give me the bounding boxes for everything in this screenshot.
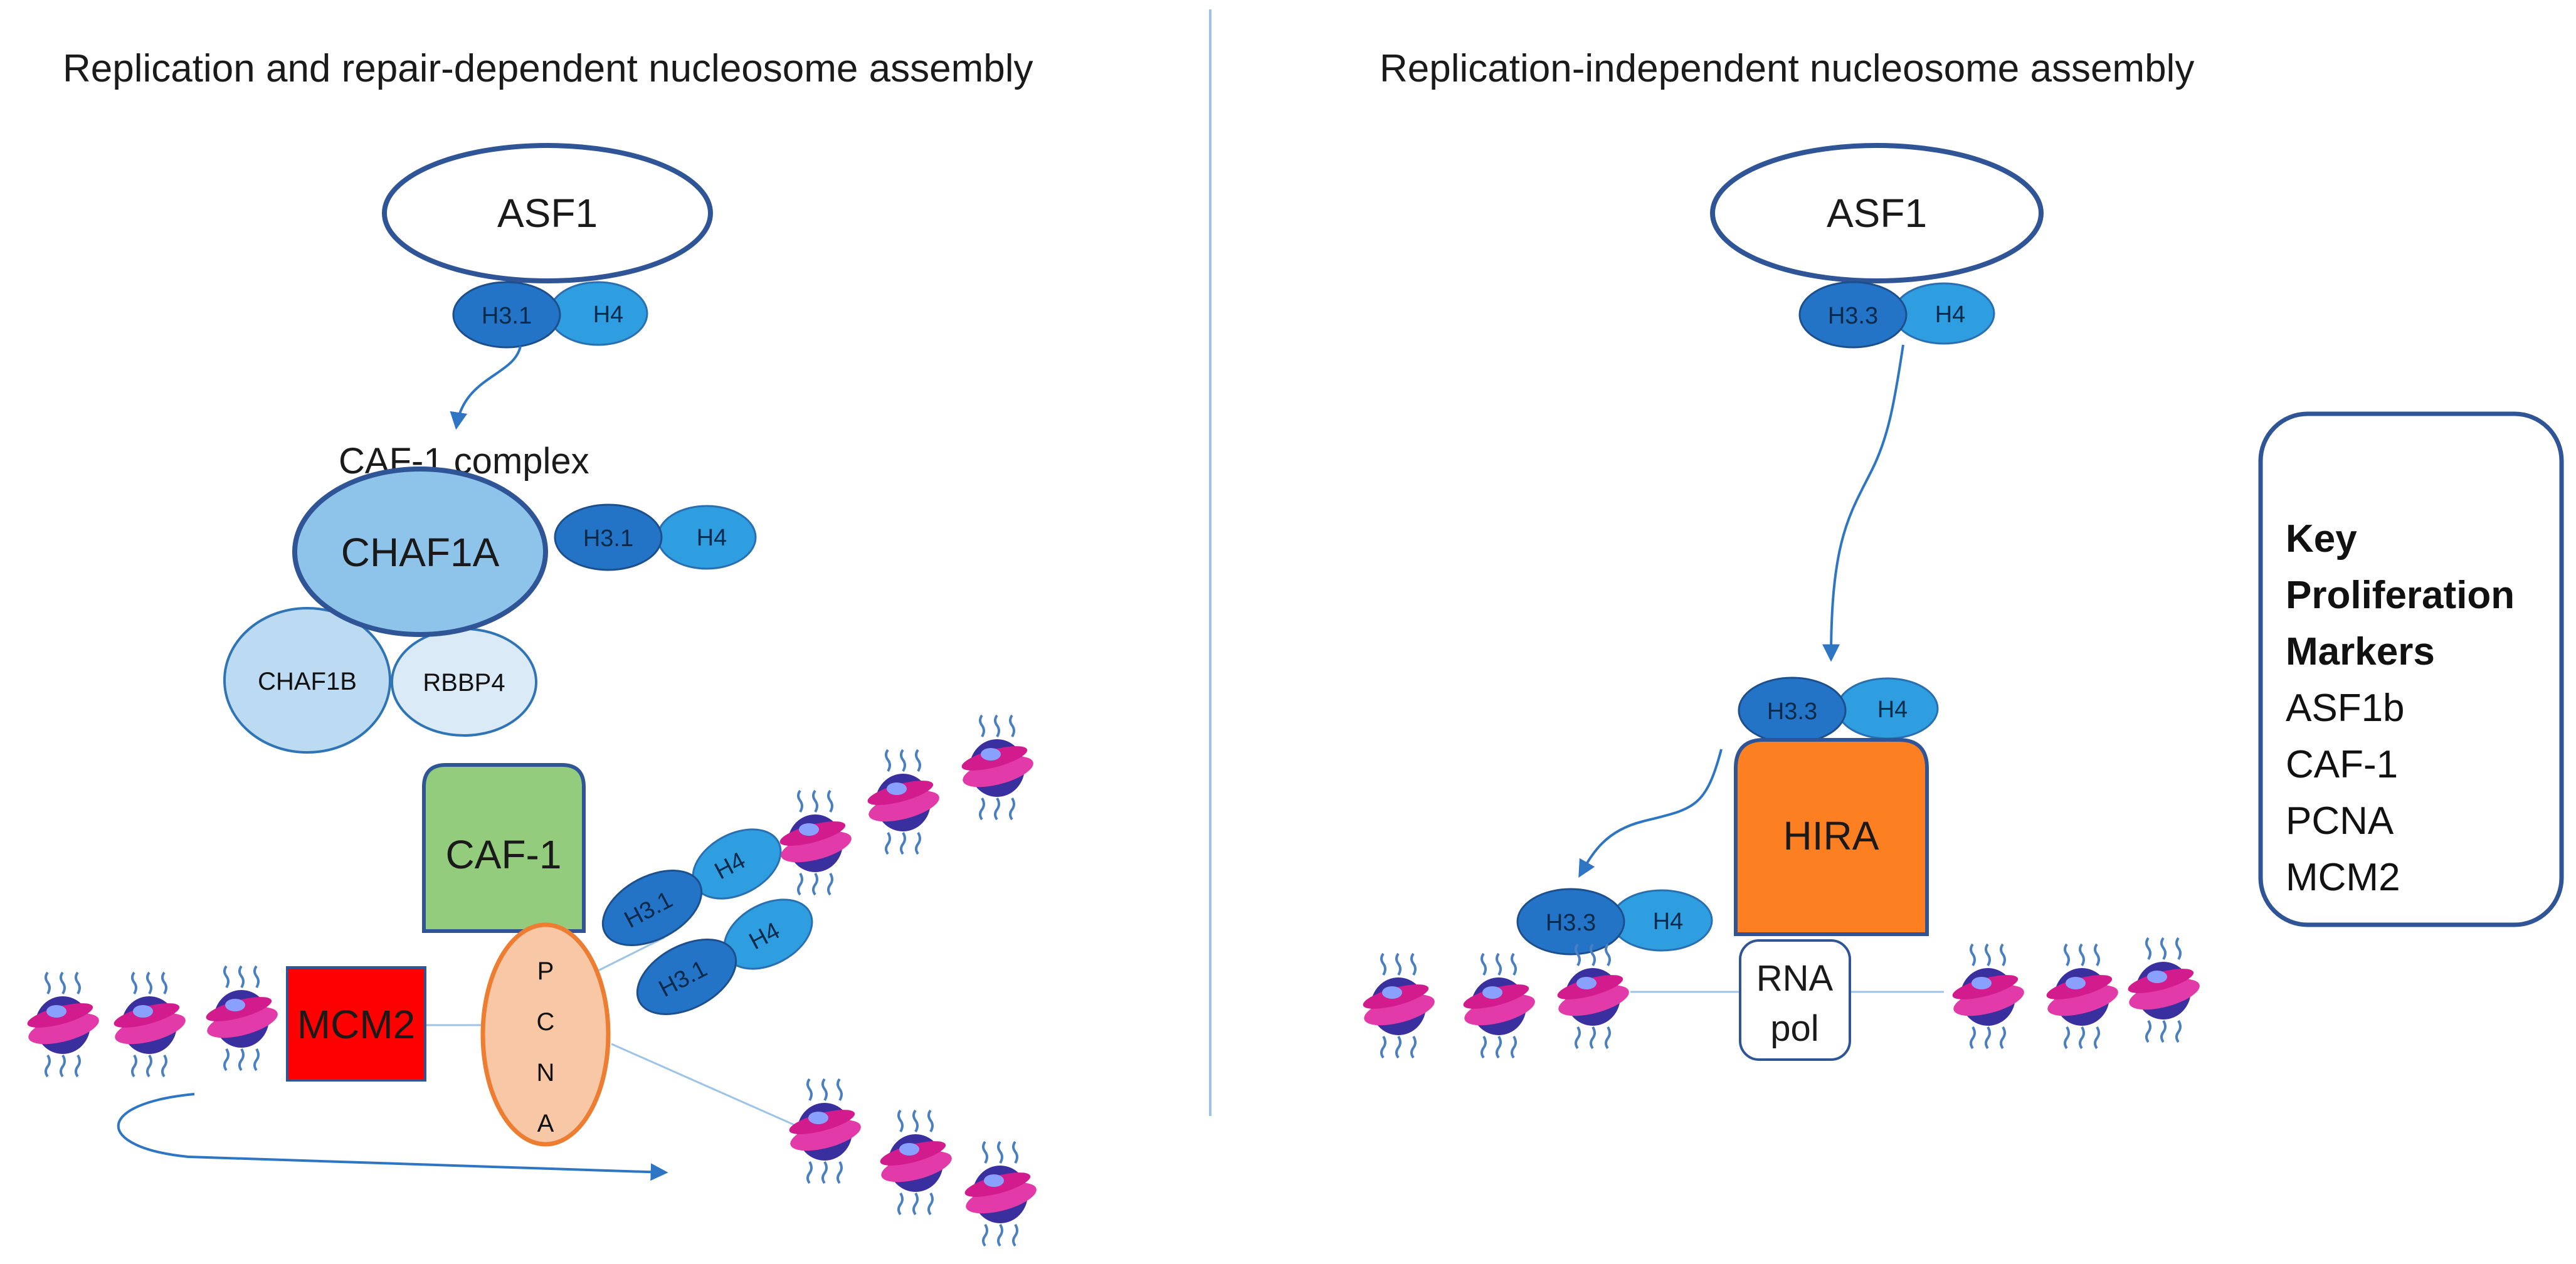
h31-chaf1a-label: H3.1 [583,525,633,552]
nucleosome-chain-parental [24,965,282,1078]
rna-pol-label-line2: pol [1770,1008,1819,1049]
h33-hira-label: H3.3 [1767,698,1817,725]
chaf1b-circle [223,607,391,754]
arrow-hira-to-dna [1578,749,1723,878]
pcna-letter-p: P [537,957,554,985]
key-item-asf1b: ASF1b [2286,687,2405,730]
mcm2-box [286,966,426,1082]
h31-fork-bottom [636,938,737,1016]
h33-asf1-right-label: H3.3 [1828,303,1878,329]
chaf1b-label: CHAF1B [258,668,357,695]
arrow-fork-direction [117,1093,668,1181]
hira-box [1734,738,1929,936]
arrow-asf1-to-hira [1822,344,1904,662]
left-panel-title: Replication and repair-dependent nucleos… [63,47,1033,90]
nucleosome-chain-upper-daughter [776,714,1038,896]
pcna-letter-a: A [537,1110,554,1137]
h4-asf1-right-label: H4 [1935,302,1966,328]
mcm2-label: MCM2 [297,1002,415,1047]
h33-deposited-label: H3.3 [1546,910,1596,936]
h4-deposited-label: H4 [1653,908,1684,935]
key-item-caf1: CAF-1 [2286,743,2398,786]
caf1-box-label: CAF-1 [446,832,562,877]
pcna-letter-c: C [537,1008,555,1036]
key-item-pcna: PCNA [2286,799,2394,843]
key-heading-line3: Markers [2286,630,2435,673]
key-heading-line2: Proliferation [2286,574,2515,617]
h33-asf1-right [1798,281,1908,349]
h4-asf1-left-label: H4 [593,302,624,328]
nucleosome-chain-right-right [1949,937,2204,1050]
chaf1a-label: CHAF1A [341,530,500,575]
chaf1a-ellipse [292,466,548,637]
key-box [2258,411,2564,927]
dna-strand-lower [611,1043,803,1130]
key-item-mcm2: MCM2 [2286,856,2400,899]
hira-label: HIRA [1783,813,1879,858]
h31-chaf1a [554,503,663,571]
dna-strand-upper [589,936,665,976]
pcna-ellipse [480,922,611,1147]
nucleosome-chain-lower-daughter [786,1078,1041,1247]
asf1-right [1710,143,2044,283]
h4-chaf1a-label: H4 [697,525,727,551]
asf1-left-label: ASF1 [497,191,598,236]
rna-pol-label-line1: RNA [1756,958,1834,999]
key-heading-line1: Key [2286,517,2357,561]
h4-hira-label: H4 [1877,697,1908,723]
h31-asf1-left [452,281,561,349]
caf1-box [422,763,586,933]
arrow-asf1-to-caf1 [450,345,522,430]
asf1-left [382,143,713,283]
right-panel-title: Replication-independent nucleosome assem… [1380,47,2194,90]
asf1-right-label: ASF1 [1827,191,1927,236]
h31-asf1-left-label: H3.1 [482,303,532,329]
rbbp4-label: RBBP4 [423,669,505,697]
pcna-letter-n: N [537,1059,555,1087]
nucleosome-chain-right-left [1359,943,1634,1059]
rna-pol-box [1739,939,1851,1061]
h31-fork-top [601,869,703,947]
h33-deposited [1516,888,1625,956]
